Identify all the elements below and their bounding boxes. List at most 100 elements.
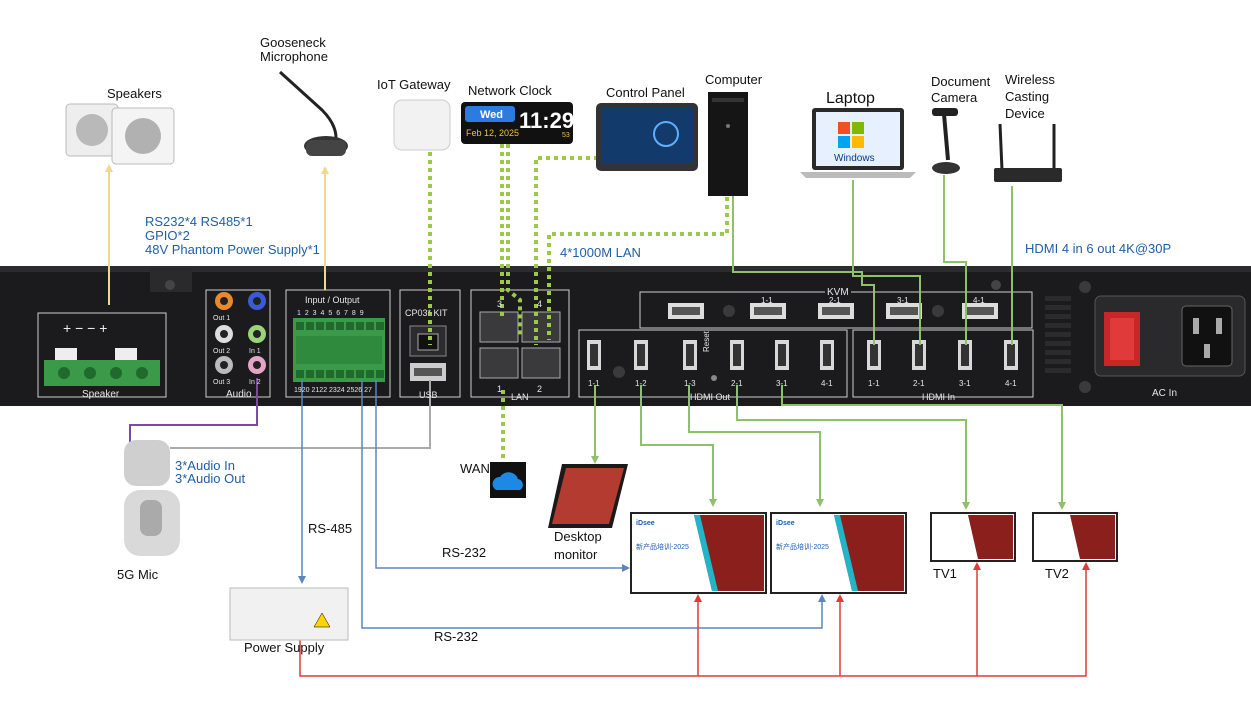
- panel-in2: In 2: [249, 379, 261, 386]
- panel-io-top: 1 2 3 4 5 6 7 8 9: [297, 310, 365, 317]
- gooseneck-label-2: Microphone: [260, 49, 328, 64]
- panel-io-title: Input / Output: [305, 295, 360, 305]
- desktop-monitor-label-2: monitor: [554, 547, 598, 562]
- cp03-usb-block: [399, 289, 461, 398]
- windows-logo-text: Windows: [834, 153, 875, 164]
- control-panel-image: [596, 103, 698, 171]
- wan-cloud-image: [490, 462, 526, 498]
- panel-kvm-label: KVM: [825, 286, 851, 300]
- lan-port-1: 1: [497, 384, 503, 394]
- gooseneck-microphone-image: [278, 70, 348, 156]
- desktop-monitor-image: [548, 464, 628, 528]
- panel-out3: Out 3: [213, 379, 231, 386]
- panel-audio-label: Audio: [226, 389, 252, 400]
- tv2-label: TV2: [1045, 566, 1069, 581]
- panel-reset-label: Reset: [702, 331, 711, 352]
- wireless-label-2: Casting: [1005, 89, 1050, 104]
- lan-port-2: 2: [537, 384, 543, 394]
- panel-lan-label: LAN: [511, 392, 529, 402]
- hdmi-in-block: [852, 329, 1034, 398]
- audio-out-annotation: 3*Audio Out: [175, 471, 246, 486]
- hdmi-in-port-3: 3-1: [959, 379, 971, 388]
- panel-usb-label: USB: [419, 390, 438, 400]
- lan-annotation: 4*1000M LAN: [560, 245, 641, 260]
- computer-label: Computer: [705, 72, 763, 87]
- connections: [105, 144, 1090, 677]
- speaker-terminal: + − − +: [37, 312, 167, 398]
- iot-gateway-label: IoT Gateway: [377, 77, 451, 92]
- audio-in-annotation: 3*Audio In: [175, 458, 235, 473]
- power-supply-label: Power Supply: [244, 640, 325, 655]
- hdmi-annotation: HDMI 4 in 6 out 4K@30P: [1025, 241, 1172, 256]
- hdmi-out-port-6: 4-1: [821, 379, 833, 388]
- kvm-port-2: 2-1: [829, 296, 841, 305]
- tv1-label: TV1: [933, 566, 957, 581]
- panel-speaker-label: Speaker: [82, 389, 120, 400]
- lan-port-3: 3: [497, 299, 503, 309]
- document-camera-label-1: Document: [931, 74, 991, 89]
- mic5g-image: [124, 440, 180, 556]
- display-screen-2: [770, 512, 907, 594]
- io-terminal: [285, 289, 391, 398]
- wireless-label-1: Wireless: [1005, 72, 1055, 87]
- screen1-brand: iDsee: [636, 520, 655, 527]
- wireless-label-3: Device: [1005, 106, 1045, 121]
- hdmi-out-port-4: 2-1: [731, 379, 743, 388]
- control-panel-label: Control Panel: [606, 85, 685, 100]
- clock-time: 11:29: [519, 108, 575, 133]
- audio-jacks: [205, 289, 271, 398]
- speakers-label: Speakers: [107, 86, 162, 101]
- iot-gateway-image: [393, 99, 451, 151]
- rs-annotation-3: 48V Phantom Power Supply*1: [145, 242, 320, 257]
- screen1-title: 新产品培训-2025: [636, 544, 689, 551]
- tv2-screen: [1032, 512, 1118, 562]
- display-screen-1: [630, 512, 767, 594]
- rs232-label-a: RS-232: [442, 545, 487, 560]
- panel-hdmi-out-label: HDMI Out: [690, 392, 731, 402]
- desktop-monitor-label-1: Desktop: [554, 529, 602, 544]
- hdmi-in-port-4: 4-1: [1005, 379, 1017, 388]
- mic5g-label: 5G Mic: [117, 567, 159, 582]
- screen2-brand: iDsee: [776, 520, 795, 527]
- panel-io-bottom: 1920 2122 2324 2526 27: [294, 387, 372, 394]
- panel-out2: Out 2: [213, 348, 231, 355]
- document-camera-image: [932, 108, 960, 174]
- lan-port-4: 4: [537, 299, 543, 309]
- panel-cp03-label: CP03* KIT: [405, 308, 448, 318]
- document-camera-label-2: Camera: [931, 90, 978, 105]
- speakers-image: [65, 103, 175, 165]
- power-supply-image: [229, 587, 349, 641]
- hdmi-out-block: [578, 329, 848, 398]
- clock-seconds: 53: [562, 132, 570, 139]
- panel-out1: Out 1: [213, 315, 231, 322]
- wireless-casting-device-image: [994, 123, 1062, 182]
- tv1-screen: [930, 512, 1016, 562]
- hdmi-out-port-2: 1-2: [635, 379, 647, 388]
- panel-ac-in-label: AC In: [1152, 388, 1178, 399]
- panel-in1: In 1: [249, 348, 261, 355]
- lan-block: [470, 289, 570, 398]
- hdmi-out-port-1: 1-1: [588, 379, 600, 388]
- svg-text:+ − − +: + − − +: [63, 320, 107, 336]
- hdmi-out-port-3: 1-3: [684, 379, 696, 388]
- hdmi-in-port-2: 2-1: [913, 379, 925, 388]
- rs485-label: RS-485: [308, 521, 353, 536]
- panel-hdmi-in-label: HDMI In: [922, 392, 956, 402]
- network-clock-image: [461, 102, 573, 144]
- clock-date: Feb 12, 2025: [466, 128, 520, 138]
- rs-annotation-1: RS232*4 RS485*1: [145, 214, 253, 229]
- laptop-image: [800, 108, 916, 178]
- ac-in-block: [1094, 295, 1246, 377]
- wan-label: WAN: [460, 461, 490, 476]
- av-controller-panel: [0, 266, 1251, 406]
- screen2-title: 新产品培训-2025: [776, 544, 829, 551]
- kvm-port-4: 4-1: [973, 296, 985, 305]
- hdmi-out-port-5: 3-1: [776, 379, 788, 388]
- clock-day: Wed: [480, 109, 504, 121]
- computer-image: [708, 92, 748, 196]
- laptop-label: Laptop: [826, 90, 875, 107]
- network-clock-label: Network Clock: [468, 83, 552, 98]
- hdmi-in-port-1: 1-1: [868, 379, 880, 388]
- kvm-port-1: 1-1: [761, 296, 773, 305]
